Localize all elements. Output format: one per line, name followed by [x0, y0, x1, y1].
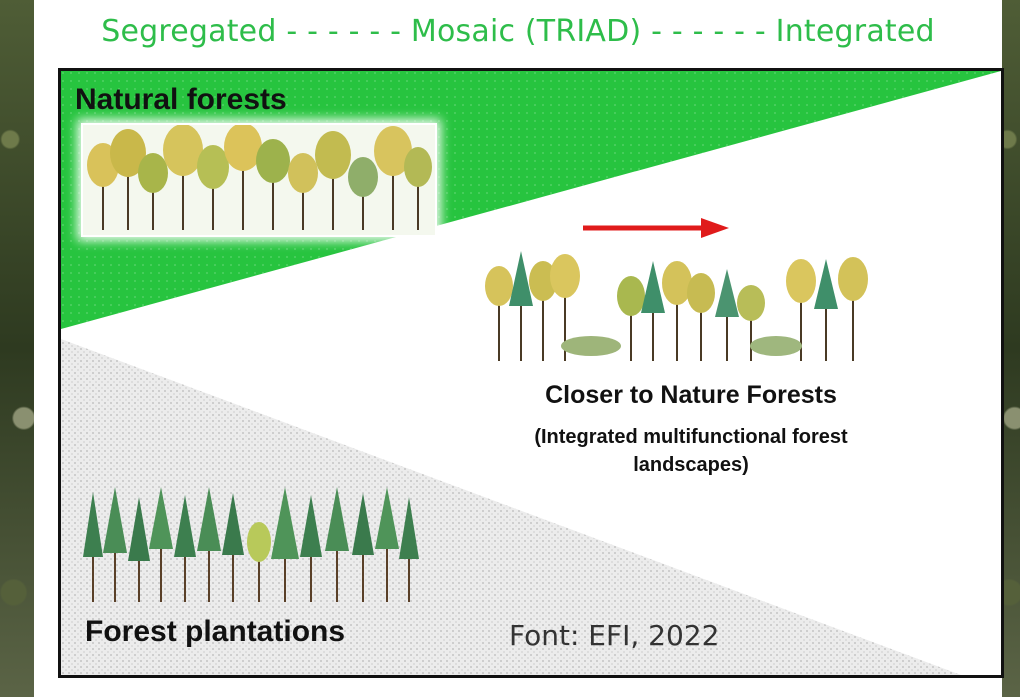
closer-to-nature-subtitle: (Integrated multifunctional forest lands… [451, 423, 931, 479]
background-foliage-left [0, 0, 34, 697]
source-credit: Font: EFI, 2022 [509, 619, 720, 652]
closer-to-nature-illustration-icon [481, 251, 881, 366]
right-arrow-icon [581, 215, 731, 245]
diagram-frame: Natural forests [58, 68, 1004, 678]
slide-panel: Segregated - - - - - - Mosaic (TRIAD) - … [34, 0, 1004, 697]
gradient-header: Segregated - - - - - - Mosaic (TRIAD) - … [101, 14, 935, 49]
forest-plantations-label: Forest plantations [85, 615, 346, 648]
background-foliage-right [1002, 0, 1020, 697]
natural-forests-label: Natural forests [75, 83, 287, 116]
plantation-illustration-icon [81, 487, 421, 607]
natural-forest-illustration-icon [81, 123, 437, 237]
subtitle-line-1: (Integrated multifunctional forest [534, 426, 848, 448]
closer-to-nature-title: Closer to Nature Forests [545, 381, 837, 409]
subtitle-line-2: landscapes) [633, 454, 749, 476]
